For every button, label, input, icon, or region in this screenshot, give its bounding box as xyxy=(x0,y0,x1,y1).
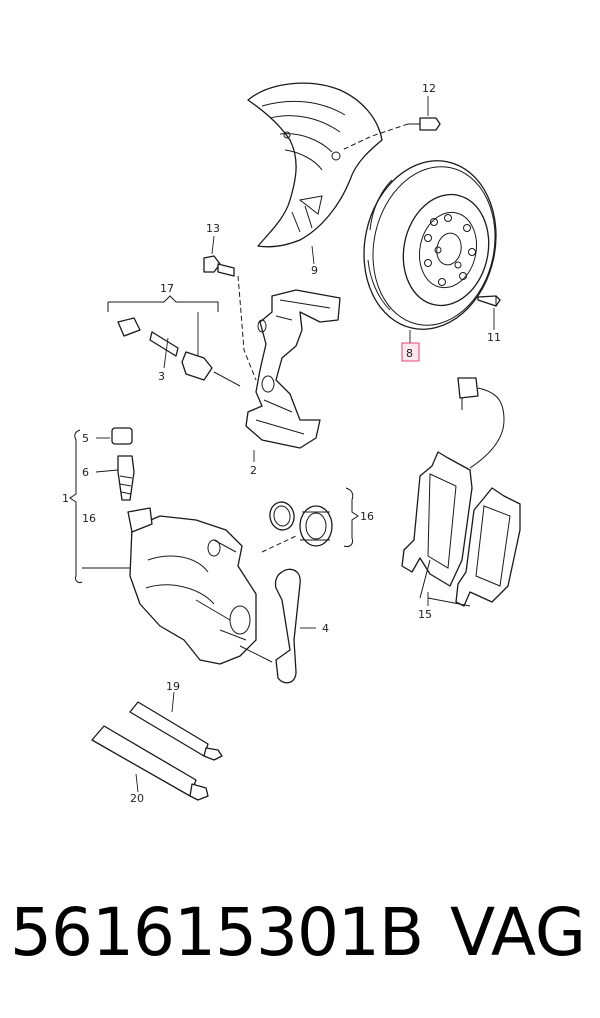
label-11: 11 xyxy=(487,331,501,344)
guide-pin-set xyxy=(117,317,241,387)
highlight-box-8 xyxy=(401,342,420,362)
callout-labels: 12 9 8 11 13 17 3 2 5 6 1 16 16 4 15 19 … xyxy=(62,82,501,805)
label-1: 1 xyxy=(62,492,69,505)
label-2: 2 xyxy=(250,464,257,477)
screw-11 xyxy=(477,295,501,307)
brake-pads xyxy=(401,451,521,607)
caliper-body xyxy=(127,507,257,665)
grease-tube-20 xyxy=(91,725,209,801)
splash-shield xyxy=(247,82,383,248)
part-number: 561615301B xyxy=(10,894,424,971)
label-9: 9 xyxy=(311,264,318,277)
piston-seals xyxy=(261,501,333,553)
caliper-carrier xyxy=(245,289,341,449)
bleeder-valve xyxy=(111,427,135,501)
label-20: 20 xyxy=(130,792,144,805)
bolt-12 xyxy=(341,117,441,151)
wear-sensor xyxy=(457,377,505,469)
brand-name: VAG xyxy=(449,894,586,971)
label-4: 4 xyxy=(322,622,329,635)
leader-lines xyxy=(82,96,495,793)
spring-clip xyxy=(239,568,301,684)
bolt-13 xyxy=(203,255,257,381)
label-3: 3 xyxy=(158,370,165,383)
label-16-left: 16 xyxy=(82,512,96,525)
label-12: 12 xyxy=(422,82,436,95)
label-19: 19 xyxy=(166,680,180,693)
label-17: 17 xyxy=(160,282,174,295)
label-15: 15 xyxy=(418,608,432,621)
brake-disc xyxy=(363,160,497,330)
label-8: 8 xyxy=(406,347,413,360)
label-13: 13 xyxy=(206,222,220,235)
group-brackets xyxy=(69,295,359,583)
label-16-right: 16 xyxy=(360,510,374,523)
label-6: 6 xyxy=(82,466,89,479)
label-5: 5 xyxy=(82,432,89,445)
grease-tube-19 xyxy=(129,701,223,761)
brake-parts-diagram: 12 9 8 11 13 17 3 2 5 6 1 16 16 4 15 19 … xyxy=(62,82,521,805)
